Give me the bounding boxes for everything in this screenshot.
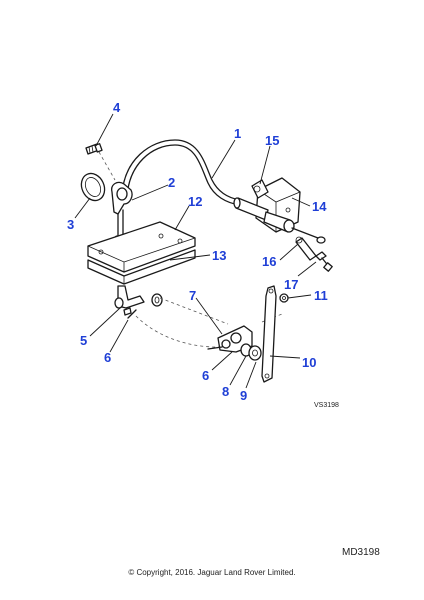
drawing-code: VS3198 — [314, 402, 339, 409]
part-lever — [261, 285, 277, 383]
callout-12: 12 — [188, 194, 202, 209]
callout-16: 16 — [262, 254, 276, 269]
part-bolt-17 — [315, 251, 333, 272]
callout-7: 7 — [189, 288, 196, 303]
callout-9: 9 — [240, 388, 247, 403]
leader-lines — [74, 113, 317, 389]
callout-13: 13 — [212, 248, 226, 263]
assembly-guides — [135, 297, 283, 348]
part-plate-bottom — [87, 249, 196, 285]
callout-6-left: 6 — [104, 350, 111, 365]
part-washer-11 — [279, 293, 289, 303]
callout-3: 3 — [67, 217, 74, 232]
callout-8: 8 — [222, 384, 229, 399]
callout-2: 2 — [168, 175, 175, 190]
callout-5: 5 — [80, 333, 87, 348]
callout-15: 15 — [265, 133, 279, 148]
callout-17: 17 — [284, 277, 298, 292]
part-upper-bracket — [111, 181, 133, 215]
callout-4: 4 — [113, 100, 121, 115]
part-clamp-bolt — [251, 179, 269, 199]
callout-10: 10 — [302, 355, 316, 370]
part-washer-nut — [240, 343, 262, 361]
callout-14: 14 — [312, 199, 327, 214]
part-plate-top — [87, 221, 196, 273]
part-cover-disc — [80, 172, 106, 202]
part-lower-link — [114, 285, 163, 319]
callout-11: 11 — [314, 288, 328, 303]
part-cable-adjuster — [233, 197, 326, 244]
diagram-number: MD3198 — [342, 547, 380, 558]
callout-1: 1 — [234, 126, 241, 141]
part-screw — [85, 143, 116, 181]
part-bolt-16 — [295, 236, 317, 261]
copyright-notice: © Copyright, 2016. Jaguar Land Rover Lim… — [128, 568, 296, 577]
callout-6-right: 6 — [202, 368, 209, 383]
